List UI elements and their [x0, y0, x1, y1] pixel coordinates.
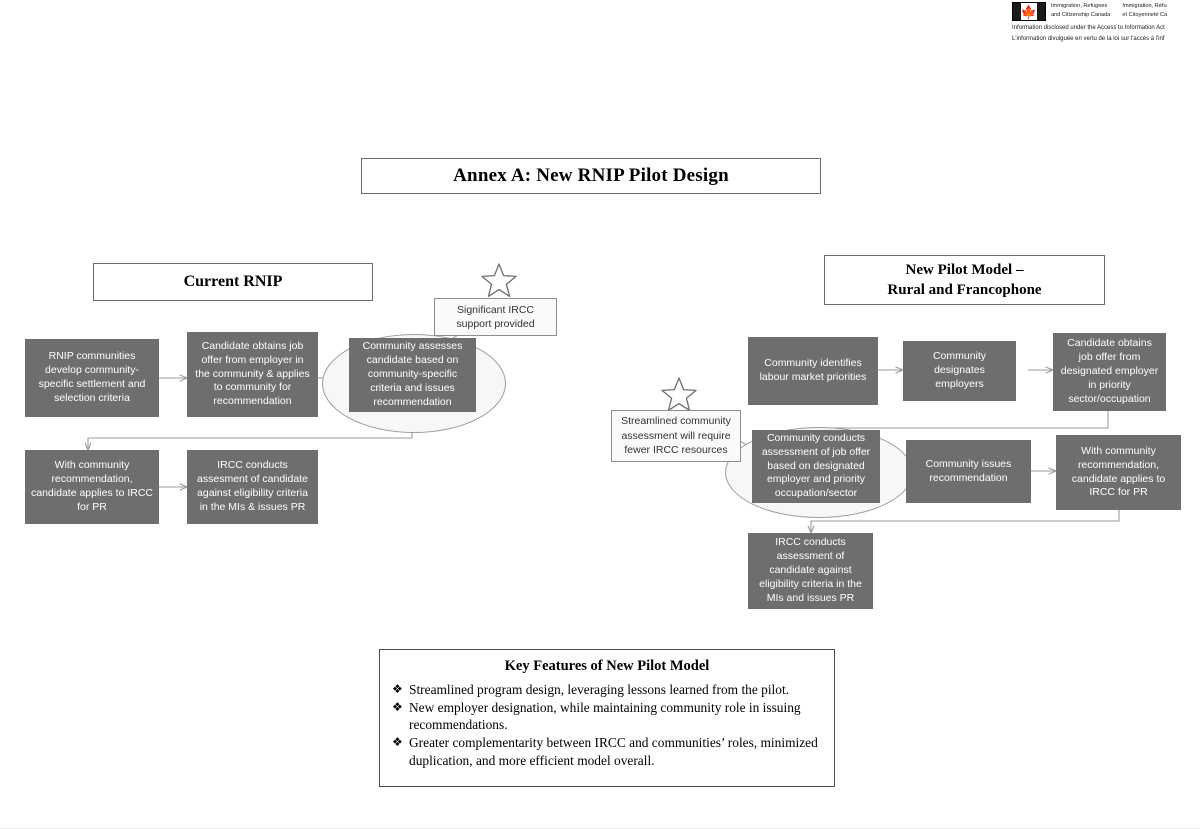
page-title: Annex A: New RNIP Pilot Design — [361, 158, 821, 194]
key-features-item: ❖ Streamlined program design, leveraging… — [392, 681, 822, 698]
star-icon-left — [481, 263, 517, 298]
left-process-box-2: Candidate obtains job offer from employe… — [187, 332, 318, 417]
key-features-title: Key Features of New Pilot Model — [504, 658, 710, 674]
right-callout-note: Streamlined community assessment will re… — [611, 410, 741, 462]
gov-department-names: Immigration, Refugees and Citizenship Ca… — [1051, 2, 1167, 20]
disclaimer-fr: L'information divulguée en vertu de la l… — [1012, 36, 1165, 43]
diamond-bullet-icon: ❖ — [392, 682, 403, 696]
diamond-bullet-icon: ❖ — [392, 735, 403, 750]
government-header: 🍁 Immigration, Refugees and Citizenship … — [1012, 2, 1200, 45]
diamond-bullet-icon: ❖ — [392, 700, 403, 715]
right-process-box-6: With community recommendation, candidate… — [1056, 435, 1181, 510]
gov-dept-en-line1: Immigration, Refugees — [1051, 3, 1108, 9]
right-process-box-2: Community designates employers — [903, 341, 1016, 401]
key-features-item-text: Greater complementarity between IRCC and… — [409, 735, 818, 768]
gov-department-fr: Immigration, Réfu et Citoyenneté Ca — [1122, 2, 1167, 20]
gov-department-en: Immigration, Refugees and Citizenship Ca… — [1051, 2, 1110, 20]
flag-band-right — [1037, 3, 1045, 20]
key-features-box: Key Features of New Pilot Model ❖ Stream… — [379, 649, 835, 787]
gov-dept-fr-line2: et Citoyenneté Ca — [1122, 12, 1168, 19]
right-process-box-5: Community issues recommendation — [906, 440, 1031, 503]
right-process-box-1: Community identifies labour market prior… — [748, 337, 878, 405]
right-panel-header-line1: New Pilot Model – — [905, 261, 1024, 278]
key-features-item-text: Streamlined program design, leveraging l… — [409, 682, 790, 697]
left-process-box-1: RNIP communities develop community-speci… — [25, 339, 159, 417]
right-process-box-7: IRCC conducts assessment of candidate ag… — [748, 533, 873, 609]
left-panel-header: Current RNIP — [93, 263, 373, 301]
left-process-box-4: With community recommendation, candidate… — [25, 450, 159, 524]
right-panel-header-line2: Rural and Francophone — [887, 282, 1042, 298]
key-features-item-text: New employer designation, while maintain… — [409, 700, 801, 733]
left-process-box-5: IRCC conducts assesment of candidate aga… — [187, 450, 318, 524]
flag-band-left — [1013, 3, 1021, 20]
key-features-item: ❖ New employer designation, while mainta… — [392, 699, 822, 733]
maple-leaf-icon: 🍁 — [1020, 4, 1038, 19]
right-panel-header: New Pilot Model – Rural and Francophone — [824, 255, 1105, 305]
left-callout-note: Significant IRCC support provided — [434, 298, 557, 336]
disclaimer-block: Information disclosed under the Access t… — [1012, 23, 1200, 45]
star-icon-right — [661, 377, 697, 412]
right-process-box-3: Candidate obtains job offer from designa… — [1053, 333, 1166, 411]
key-features-item: ❖ Greater complementarity between IRCC a… — [392, 734, 822, 768]
disclaimer-en: Information disclosed under the Access t… — [1012, 25, 1165, 31]
left-process-box-3: Community assesses candidate based on co… — [349, 338, 476, 412]
canada-flag-icon: 🍁 — [1012, 2, 1046, 21]
right-process-box-4: Community conducts assessment of job off… — [752, 430, 880, 503]
gov-dept-en-line2: and Citizenship Canada — [1051, 12, 1111, 19]
gov-dept-fr-line1: Immigration, Réfu — [1122, 3, 1167, 9]
gov-flag-row: 🍁 Immigration, Refugees and Citizenship … — [1012, 2, 1200, 21]
